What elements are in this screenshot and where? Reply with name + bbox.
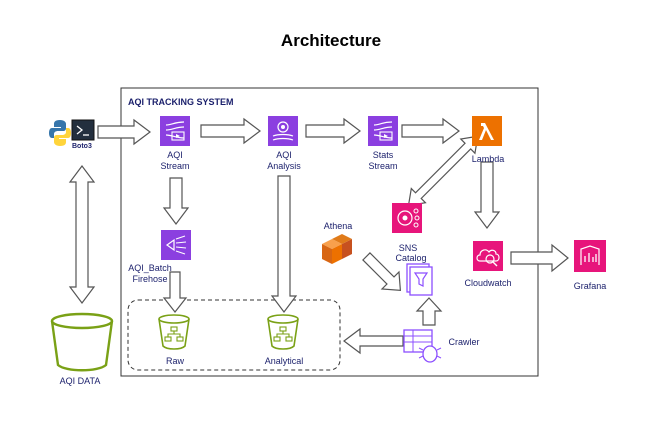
aqi-stream-label-2: Stream xyxy=(160,161,189,171)
arrow-stream-to-analysis xyxy=(200,117,261,145)
sns-label: SNS xyxy=(399,243,418,253)
diagram-title: Architecture xyxy=(281,31,381,50)
system-container xyxy=(120,87,539,377)
athena-label: Athena xyxy=(324,221,353,231)
arrow-crawler-to-datalake xyxy=(343,327,404,355)
arrow-boto3-aqidata xyxy=(68,165,96,304)
datalake-group xyxy=(127,299,341,371)
arrow-firehose-to-raw xyxy=(162,271,188,313)
arrow-lambda-to-cloudwatch xyxy=(473,161,501,229)
glue-catalog-icon xyxy=(406,263,433,296)
arrow-athena-to-catalog xyxy=(362,252,402,292)
sns-icon xyxy=(392,203,422,233)
firehose-label-1: AQI_Batch xyxy=(128,263,172,273)
s3-bucket-icon xyxy=(158,314,190,350)
arrow-boto3-to-stream xyxy=(97,118,151,146)
catalog-label: Catalog xyxy=(395,253,426,263)
aqi-analysis-label-2: Analysis xyxy=(267,161,301,171)
crawler-label: Crawler xyxy=(448,337,479,347)
python-icon xyxy=(49,120,71,146)
aqi-stream-label-1: AQI xyxy=(167,150,183,160)
s3-bucket-icon xyxy=(267,314,299,350)
kinesis-analytics-icon xyxy=(268,116,298,146)
aqi-data-label: AQI DATA xyxy=(60,376,101,386)
cloudwatch-icon xyxy=(473,241,503,271)
grafana-label: Grafana xyxy=(574,281,607,291)
kinesis-stream-icon xyxy=(160,116,190,146)
firehose-icon xyxy=(161,230,191,260)
arrow-stats-to-lambda xyxy=(401,117,460,145)
stats-stream-label-1: Stats xyxy=(373,150,394,160)
system-label: AQI TRACKING SYSTEM xyxy=(128,97,234,107)
crawler-icon xyxy=(403,329,442,363)
arrow-cloudwatch-to-grafana xyxy=(510,243,569,273)
athena-icon xyxy=(322,234,352,264)
analytical-label: Analytical xyxy=(265,356,304,366)
boto3-label: Boto3 xyxy=(72,143,92,150)
firehose-label-2: Firehose xyxy=(132,274,167,284)
arrow-crawler-to-catalog xyxy=(415,297,443,326)
stats-stream-label-2: Stream xyxy=(368,161,397,171)
arrow-stream-to-firehose xyxy=(162,177,190,225)
raw-label: Raw xyxy=(166,356,185,366)
lambda-label: Lambda xyxy=(472,154,505,164)
kinesis-stream-icon xyxy=(368,116,398,146)
grafana-icon xyxy=(574,240,606,272)
cloudwatch-label: Cloudwatch xyxy=(464,278,511,288)
lambda-icon xyxy=(472,116,502,146)
arrow-analysis-to-stats xyxy=(305,117,361,145)
terminal-icon xyxy=(71,119,95,141)
aqi-analysis-label-1: AQI xyxy=(276,150,292,160)
s3-bucket-icon xyxy=(50,312,114,372)
arrow-analysis-to-analytical xyxy=(270,175,298,313)
